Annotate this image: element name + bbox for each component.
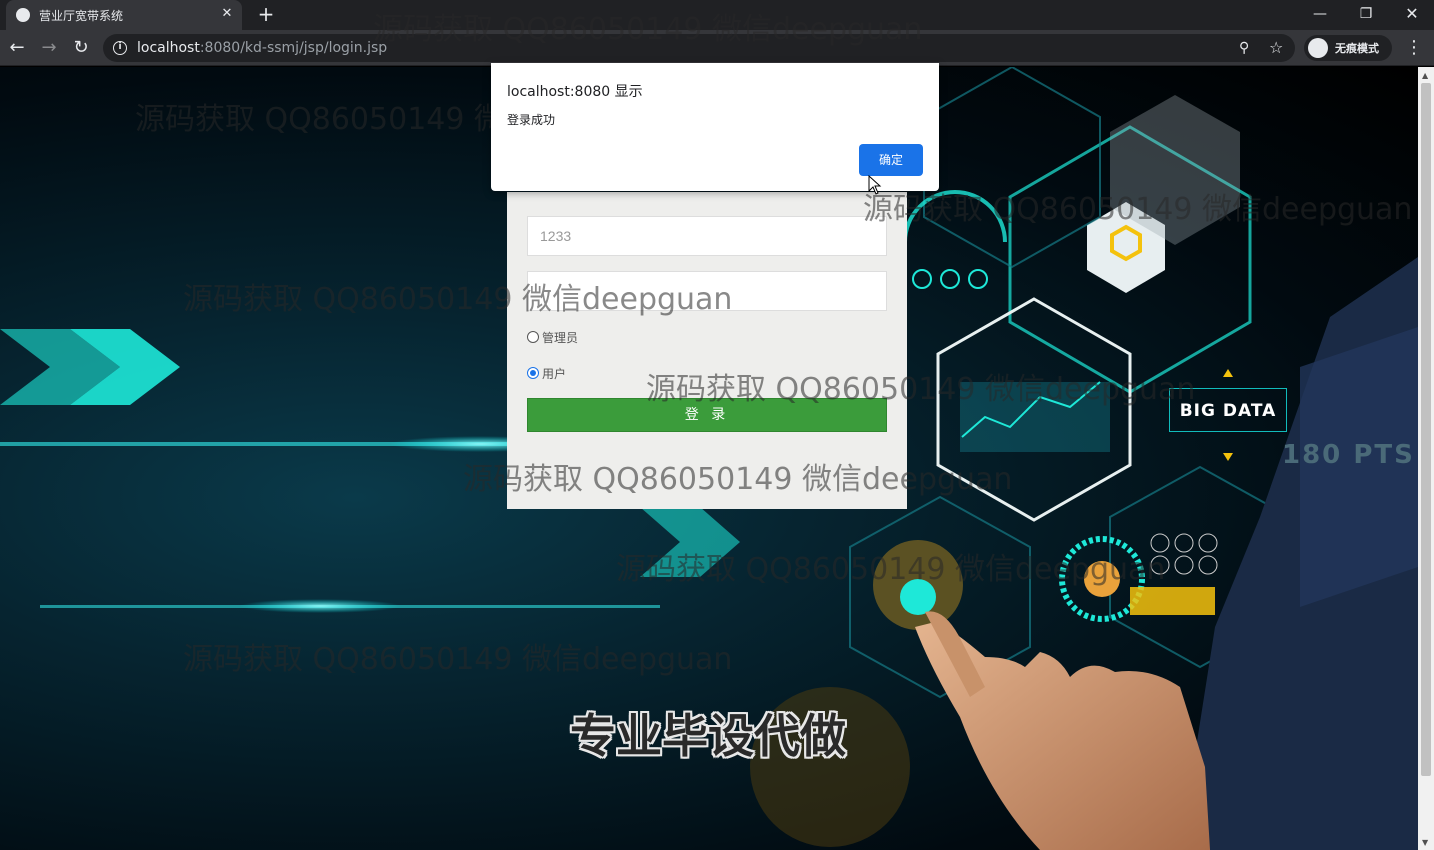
bookmark-star-icon[interactable]: ☆ (1269, 38, 1284, 57)
incognito-label: 无痕模式 (1335, 42, 1379, 55)
key-icon[interactable]: ⚲ (1239, 40, 1250, 56)
new-tab-button[interactable]: + (257, 2, 275, 26)
background-art (0, 67, 1418, 850)
vertical-scrollbar[interactable]: ▲ ▼ (1418, 67, 1434, 850)
alert-ok-button[interactable]: 确定 (859, 144, 923, 176)
scroll-up-arrow-icon[interactable]: ▲ (1422, 71, 1429, 80)
forward-arrow-icon[interactable]: → (41, 37, 57, 58)
tab-close-icon[interactable]: ✕ (221, 6, 233, 21)
username-field[interactable]: 1233 (527, 216, 887, 256)
password-field[interactable] (527, 271, 887, 311)
incognito-badge[interactable]: 无痕模式 (1304, 35, 1392, 61)
role-admin-radio[interactable] (527, 331, 539, 343)
reload-icon[interactable]: ↻ (73, 37, 89, 58)
browser-titlebar: 营业厅宽带系统 ✕ + — ❐ ✕ (0, 0, 1434, 30)
address-bar[interactable]: i localhost:8080/kd-ssmj/jsp/login.jsp ⚲… (103, 34, 1295, 62)
tab-title: 营业厅宽带系统 (39, 9, 124, 23)
scroll-down-arrow-icon[interactable]: ▼ (1422, 838, 1429, 847)
browser-toolbar: ← → ↻ i localhost:8080/kd-ssmj/jsp/login… (0, 30, 1434, 66)
browser-tab[interactable]: 营业厅宽带系统 ✕ (6, 0, 242, 30)
back-arrow-icon[interactable]: ← (9, 37, 25, 58)
role-admin-option[interactable]: 管理员 (527, 329, 578, 346)
role-user-label: 用户 (542, 367, 567, 381)
promo-text: 专业毕设代做 (570, 709, 846, 763)
scroll-thumb[interactable] (1421, 83, 1431, 776)
url-text[interactable]: localhost:8080/kd-ssmj/jsp/login.jsp (137, 40, 388, 56)
alert-message: 登录成功 (507, 113, 556, 127)
role-user-option[interactable]: 用户 (527, 365, 566, 382)
alert-title: localhost:8080 显示 (507, 84, 643, 100)
alert-dialog: localhost:8080 显示 登录成功 确定 (491, 63, 939, 191)
mouse-cursor-icon (868, 175, 882, 195)
maximize-button[interactable]: ❐ (1359, 6, 1373, 22)
role-user-radio[interactable] (527, 367, 539, 379)
big-data-label: BIG DATA (1169, 388, 1287, 432)
window-close-button[interactable]: ✕ (1405, 4, 1419, 23)
login-button[interactable]: 登 录 (527, 398, 887, 432)
kebab-menu-icon[interactable]: ⋮ (1405, 37, 1423, 58)
login-panel: 1233 管理员 用户 登 录 (507, 192, 907, 509)
globe-icon (16, 8, 30, 22)
role-admin-label: 管理员 (542, 331, 579, 345)
incognito-icon (1308, 38, 1328, 58)
pts-label: 180 PTS (1282, 440, 1415, 470)
info-icon[interactable]: i (113, 41, 127, 55)
minimize-button[interactable]: — (1313, 6, 1327, 22)
